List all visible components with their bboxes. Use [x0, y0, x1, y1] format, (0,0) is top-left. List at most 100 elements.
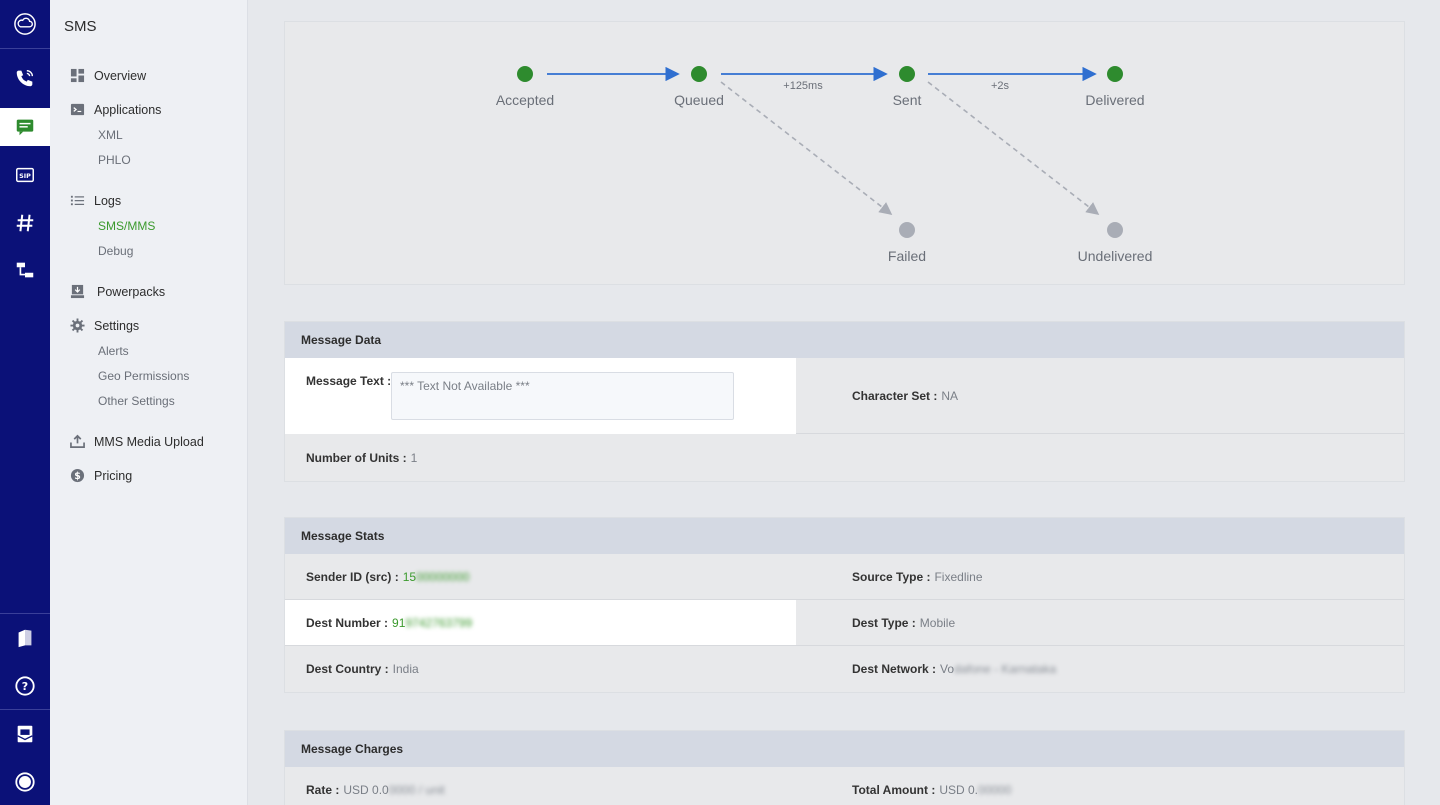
rate-value: USD 0.0: [343, 783, 389, 797]
dest-network-redacted: dafone - Karnataka: [954, 662, 1057, 676]
svg-text:SIP: SIP: [19, 172, 31, 180]
sidebar-item-mms-media-upload[interactable]: MMS Media Upload: [70, 434, 204, 449]
node-queued: [691, 66, 707, 82]
card-title: Message Stats: [285, 518, 1404, 554]
node-label-undelivered: Undelivered: [1077, 248, 1153, 264]
node-sent: [899, 66, 915, 82]
dest-country-cell: Dest Country : India: [306, 646, 419, 692]
source-type-value: Fixedline: [934, 569, 983, 584]
edge-queued-failed: [720, 81, 893, 215]
total-amount-label: Total Amount :: [852, 783, 936, 797]
sidebar-item-powerpacks[interactable]: Powerpacks: [70, 284, 165, 299]
table-row: Number of Units : 1: [285, 434, 1404, 481]
node-label-sent: Sent: [892, 92, 922, 108]
main-content: Accepted Queued Sent Delivered Failed Un…: [248, 0, 1440, 805]
sidebar-item-label: Logs: [94, 193, 122, 208]
sidebar-subitem-sms-mms[interactable]: SMS/MMS: [98, 219, 156, 233]
sidebar-item-label: Powerpacks: [97, 284, 166, 299]
sidebar-item-settings[interactable]: Settings: [70, 318, 139, 333]
flow-icon[interactable]: [0, 250, 50, 290]
gear-icon: [70, 318, 85, 333]
node-undelivered: [1107, 222, 1123, 238]
edge-label-sent-delivered: +2s: [990, 80, 1010, 92]
edge-sent-undelivered: [927, 81, 1100, 215]
sms-icon[interactable]: [0, 108, 50, 146]
sidebar-item-overview[interactable]: Overview: [70, 68, 146, 83]
dest-country-value: India: [392, 662, 419, 676]
dest-type-value: Mobile: [919, 615, 956, 630]
source-type-cell: Source Type : Fixedline: [852, 554, 983, 599]
book-icon[interactable]: [0, 618, 50, 658]
sidebar: SMS Overview Applications XML PHLO Logs …: [50, 0, 248, 805]
sender-id-redacted: 00000000: [416, 569, 470, 584]
list-icon: [70, 195, 85, 206]
sidebar-subitem-alerts[interactable]: Alerts: [98, 344, 129, 358]
dest-network-value: Vo: [940, 662, 955, 676]
powerpack-icon: [70, 284, 85, 299]
sidebar-subitem-phlo[interactable]: PHLO: [98, 153, 131, 167]
edge-label-queued-sent: +125ms: [783, 80, 823, 92]
sidebar-item-pricing[interactable]: $ Pricing: [70, 468, 132, 483]
icon-rail: SIP ?: [0, 0, 50, 805]
node-label-accepted: Accepted: [495, 92, 555, 108]
dollar-icon: $: [70, 468, 85, 483]
help-icon[interactable]: ?: [0, 666, 50, 706]
character-set-cell: Character Set : NA: [852, 358, 958, 433]
mail-icon[interactable]: [0, 714, 50, 754]
dest-country-label: Dest Country :: [306, 662, 389, 676]
units-value: 1: [410, 450, 418, 465]
node-label-queued: Queued: [674, 92, 724, 108]
circle-icon[interactable]: [0, 762, 50, 802]
total-amount-cell: Total Amount : USD 0.00000: [852, 767, 1011, 805]
cloud-icon[interactable]: [0, 4, 50, 44]
dashboard-icon: [70, 68, 85, 83]
svg-text:?: ?: [22, 680, 28, 693]
units-label: Number of Units :: [306, 450, 407, 465]
message-text-box[interactable]: *** Text Not Available ***: [391, 372, 734, 420]
sidebar-item-logs[interactable]: Logs: [70, 193, 121, 208]
svg-text:$: $: [74, 471, 81, 482]
flow-diagram: [517, 66, 1123, 238]
source-type-label: Source Type :: [852, 569, 931, 584]
character-set-label: Character Set :: [852, 388, 938, 403]
sender-id-value[interactable]: 15: [402, 569, 417, 584]
node-delivered: [1107, 66, 1123, 82]
upload-icon: [70, 434, 85, 448]
node-label-delivered: Delivered: [1085, 92, 1145, 108]
dest-number-redacted: 9742763799: [405, 615, 473, 630]
node-failed: [899, 222, 915, 238]
character-set-value: NA: [941, 388, 959, 403]
dest-type-cell: Dest Type : Mobile: [852, 600, 955, 645]
sidebar-title: SMS: [64, 18, 97, 35]
sidebar-item-label: Applications: [94, 102, 162, 117]
dest-number-value[interactable]: 91: [392, 615, 406, 630]
sidebar-subitem-other-settings[interactable]: Other Settings: [98, 394, 175, 408]
sidebar-subitem-xml[interactable]: XML: [98, 128, 123, 142]
sidebar-item-label: MMS Media Upload: [94, 434, 204, 449]
sidebar-subitem-geo-permissions[interactable]: Geo Permissions: [98, 369, 190, 383]
units-cell: Number of Units : 1: [306, 434, 417, 481]
node-label-failed: Failed: [887, 248, 927, 264]
table-row: Message Text : *** Text Not Available **…: [285, 358, 1404, 434]
sip-icon[interactable]: SIP: [0, 155, 50, 195]
sender-id-label: Sender ID (src) :: [306, 569, 399, 584]
card-title: Message Data: [285, 322, 1404, 358]
sidebar-item-applications[interactable]: Applications: [70, 102, 161, 117]
hash-icon[interactable]: [0, 203, 50, 243]
phone-icon[interactable]: [0, 58, 50, 98]
total-amount-value: USD 0.: [939, 783, 979, 797]
sidebar-item-label: Settings: [94, 318, 140, 333]
message-status-flow: Accepted Queued Sent Delivered Failed Un…: [284, 21, 1405, 285]
sidebar-subitem-debug[interactable]: Debug: [98, 244, 134, 258]
terminal-icon: [70, 103, 85, 116]
node-accepted: [517, 66, 533, 82]
message-data-card: Message Data Message Text : *** Text Not…: [284, 321, 1405, 482]
